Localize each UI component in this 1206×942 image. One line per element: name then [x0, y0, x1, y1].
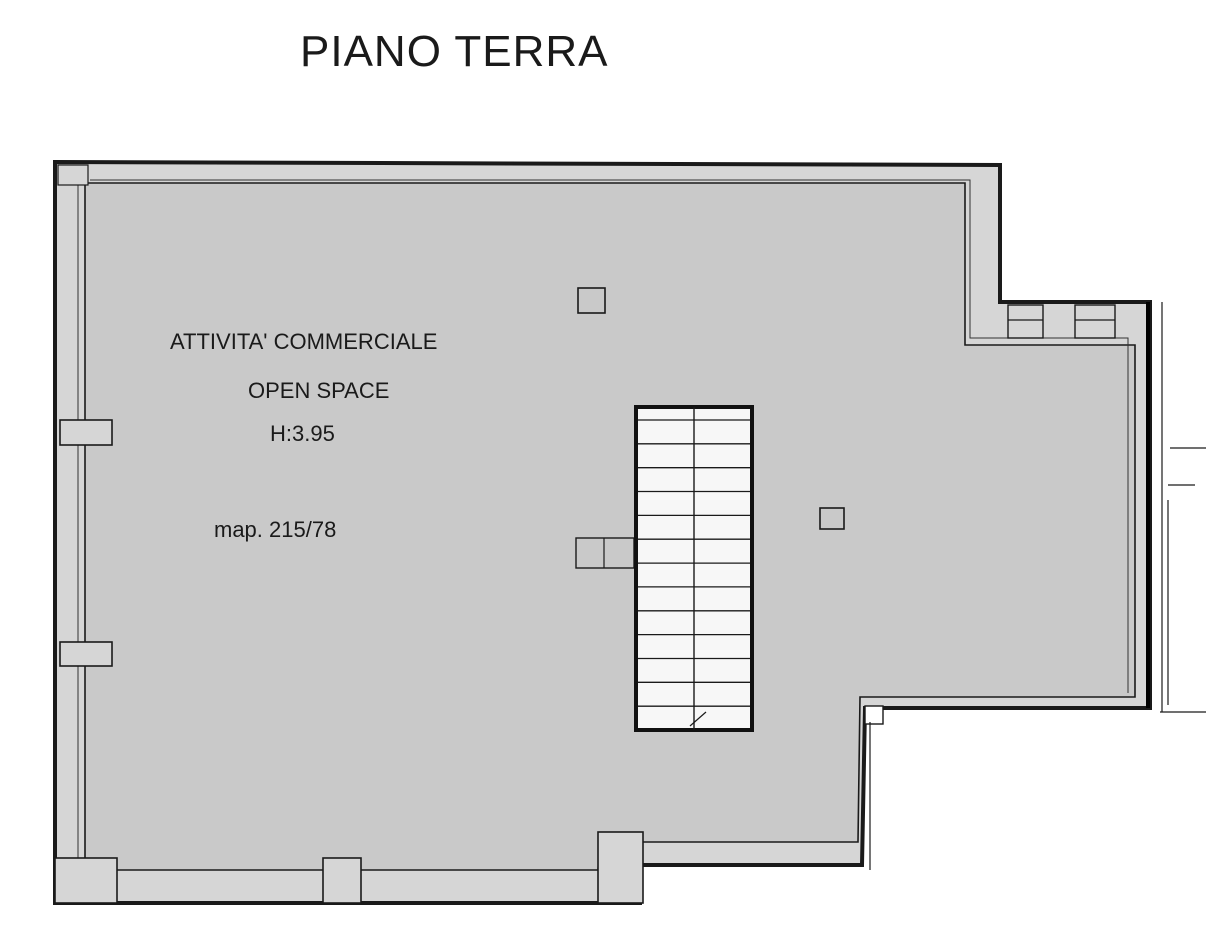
- corner-detail: [864, 705, 884, 725]
- wall-niche-1: [1007, 304, 1044, 339]
- plan-title: PIANO TERRA: [300, 27, 608, 76]
- inner-wall-line: [90, 179, 1129, 693]
- adjacent-lines: [1160, 447, 1206, 713]
- left-pilaster-bottom: [59, 641, 113, 667]
- corner-block: [57, 164, 89, 186]
- wall-niche-2: [1074, 304, 1116, 339]
- column-right: [819, 507, 845, 530]
- parcel-id: map. 215/78: [214, 517, 336, 542]
- stair-arrow: [689, 711, 707, 727]
- bottom-pilaster-left: [54, 857, 118, 904]
- floor-area: [84, 182, 1136, 871]
- room-name: ATTIVITA' COMMERCIALE: [170, 329, 437, 354]
- room-height: H:3.95: [270, 421, 335, 446]
- bottom-pilaster-mid: [322, 857, 362, 904]
- room-type: OPEN SPACE: [248, 378, 389, 403]
- column-top: [577, 287, 606, 314]
- staircase: [634, 405, 754, 732]
- bottom-pilaster-right: [597, 831, 644, 904]
- left-pilaster-top: [59, 419, 113, 446]
- stair-steps: [638, 419, 750, 707]
